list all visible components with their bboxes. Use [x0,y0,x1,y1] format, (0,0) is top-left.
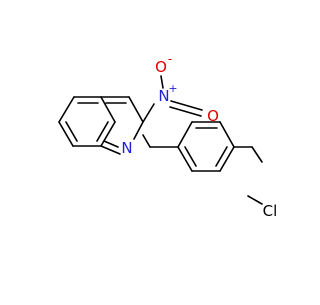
bond-double-inner [65,121,78,142]
bond-double-inner [103,140,119,148]
bond [100,145,121,155]
bond [170,100,203,111]
bond [247,195,263,205]
bond [128,96,144,123]
bond [58,121,74,147]
charge-plus-nitro-nitrogen: + [168,82,177,95]
bond [100,96,116,123]
bond [251,146,263,163]
atom-label-nitro-oxygen-top: O [155,58,167,76]
bond [100,121,116,147]
bond [142,134,151,148]
bond [219,146,235,172]
charge-minus-nitro-oxygen: - [168,52,172,66]
bond [133,121,144,140]
molecule-canvas: N N + O - O Cl [58,52,278,220]
bond-double-inner [215,146,228,167]
atom-label-nitro-nitrogen: N [158,87,169,105]
bond [58,96,75,123]
bond-double-inner [184,146,197,167]
bond [177,146,193,172]
bond [142,103,155,123]
atom-label-nitro-oxygen-bottom: O [207,107,219,125]
structure-diagram: N N + O - O Cl [58,52,278,220]
bond [160,75,164,89]
bond [177,121,193,148]
bond [169,106,202,117]
bond-double-inner [96,121,109,142]
atom-label-chlorine: Cl [263,202,278,220]
bond [219,121,235,148]
atom-label-ring-nitrogen: N [121,139,132,157]
